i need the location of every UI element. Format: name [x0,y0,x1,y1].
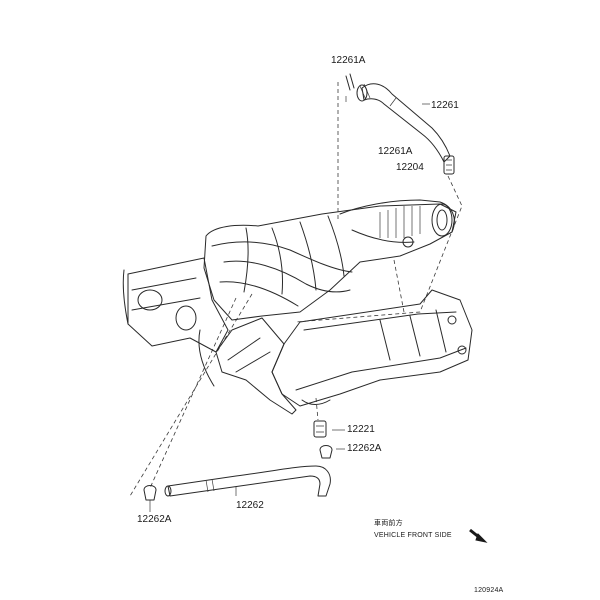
engine-block [198,317,297,415]
callout-12262: 12262 [236,500,264,511]
cylinder-head [122,257,229,353]
cylinder-head-cover [271,289,473,407]
ventilation-hose-12262 [164,465,331,497]
vehicle-front-label-jp: 車両前方 [374,520,403,527]
callout-12262A-left: 12262A [137,514,172,525]
vehicle-front-label-en: VEHICLE FRONT SIDE [374,532,452,539]
callout-12262A-right: 12262A [347,443,382,454]
union-12221 [313,420,327,438]
pcv-valve-12204 [443,155,455,175]
callout-12261A-mid: 12261A [378,146,413,157]
callout-12261: 12261 [431,100,459,111]
callout-12261A-top: 12261A [331,55,366,66]
clip-12262A-left [143,485,157,501]
clip-12262A-right [319,445,333,459]
callout-12204: 12204 [396,162,424,173]
figure-id: 120924A [474,587,504,594]
intake-manifold [203,199,457,321]
callout-12221: 12221 [347,424,375,435]
front-direction-arrow-icon [469,528,488,543]
clip-12261A-top [345,73,355,91]
